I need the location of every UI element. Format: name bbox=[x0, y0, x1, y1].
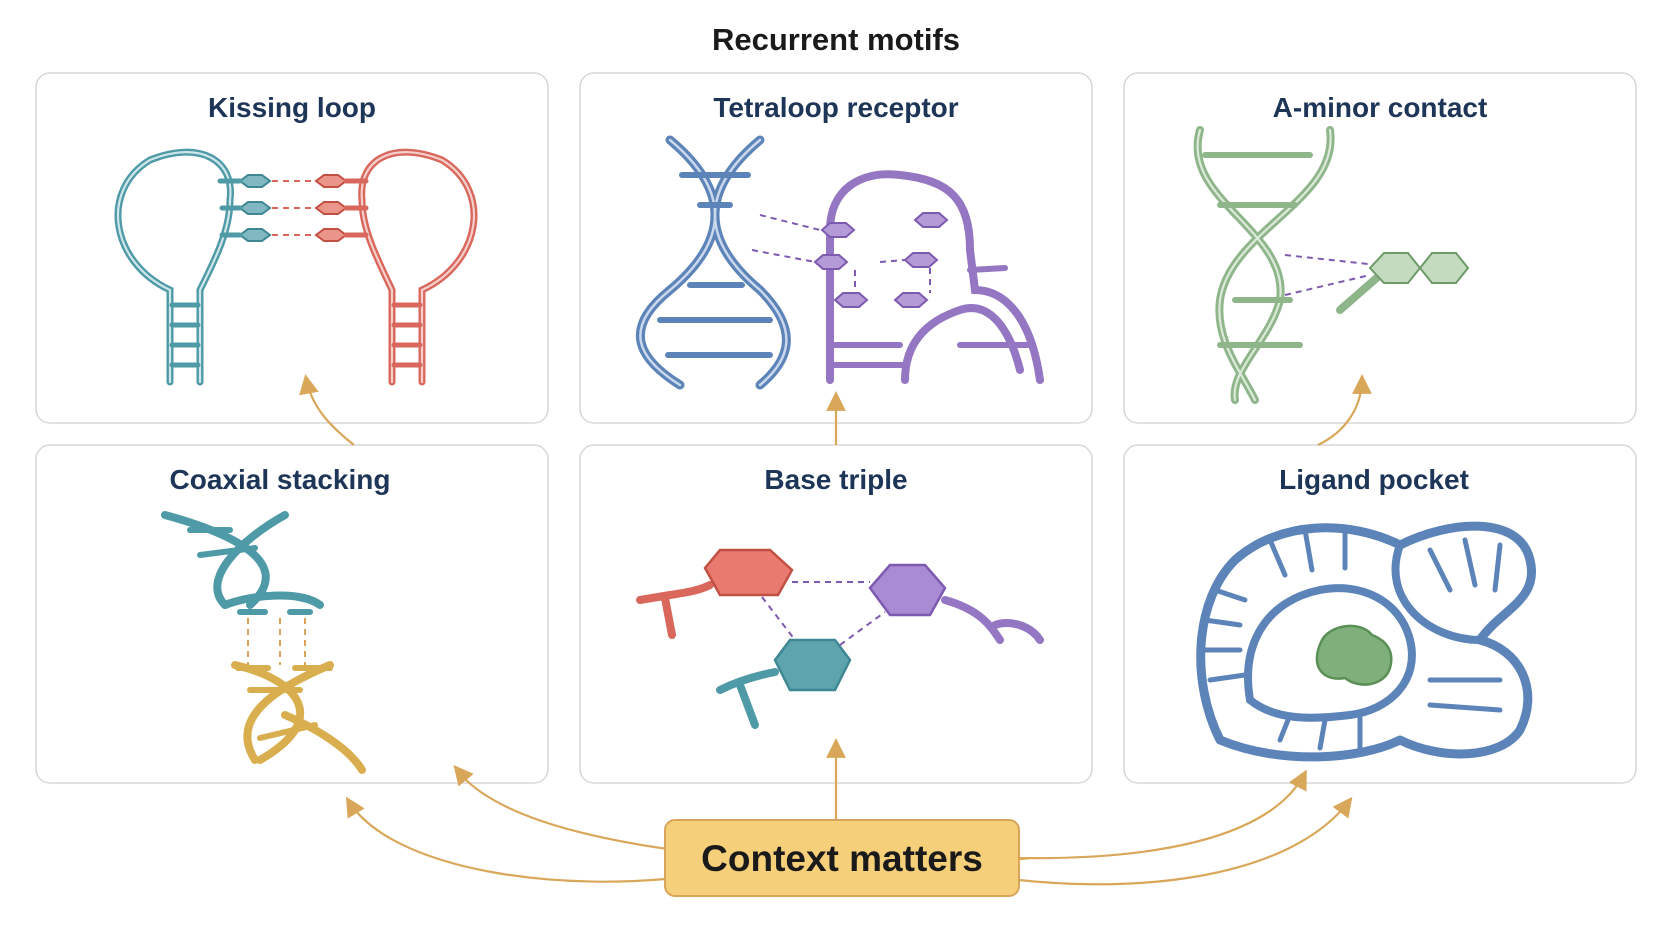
panel-label-a-minor-contact: A-minor contact bbox=[1273, 92, 1488, 123]
panel-a-minor-contact: A-minor contact bbox=[1123, 72, 1637, 424]
kissing-loop-illustration bbox=[114, 148, 478, 386]
coaxial-stacking-illustration bbox=[161, 511, 366, 774]
ligand-pocket-illustration bbox=[1196, 521, 1537, 762]
tetraloop-receptor-illustration bbox=[636, 135, 1044, 390]
context-box: Context matters bbox=[664, 819, 1020, 897]
panel-ligand-pocket: Ligand pocket bbox=[1123, 444, 1637, 784]
panel-label-coaxial-stacking: Coaxial stacking bbox=[170, 464, 391, 495]
panel-kissing-loop: Kissing loop bbox=[35, 72, 549, 424]
a-minor-contact-illustration bbox=[1193, 126, 1470, 404]
base-triple-illustration bbox=[636, 548, 1044, 729]
diagram-title: Recurrent motifs bbox=[712, 22, 960, 57]
panel-label-tetraloop-receptor: Tetraloop receptor bbox=[713, 92, 958, 123]
panel-tetraloop-receptor: Tetraloop receptor bbox=[579, 72, 1093, 424]
arrow-to-ligand-pocket-a bbox=[1017, 769, 1307, 860]
panel-label-kissing-loop: Kissing loop bbox=[208, 92, 376, 123]
arrow-to-ligand-pocket-b bbox=[979, 796, 1353, 886]
context-label: Context matters bbox=[701, 838, 983, 879]
arrow-to-a-minor-contact bbox=[1317, 374, 1372, 446]
arrow-to-coaxial-stacking-b bbox=[345, 796, 701, 883]
panel-base-triple: Base triple bbox=[579, 444, 1093, 784]
panel-coaxial-stacking: Coaxial stacking bbox=[35, 444, 549, 784]
arrow-to-kissing-loop bbox=[299, 374, 355, 446]
panel-label-ligand-pocket: Ligand pocket bbox=[1279, 464, 1469, 495]
panel-label-base-triple: Base triple bbox=[764, 464, 907, 495]
